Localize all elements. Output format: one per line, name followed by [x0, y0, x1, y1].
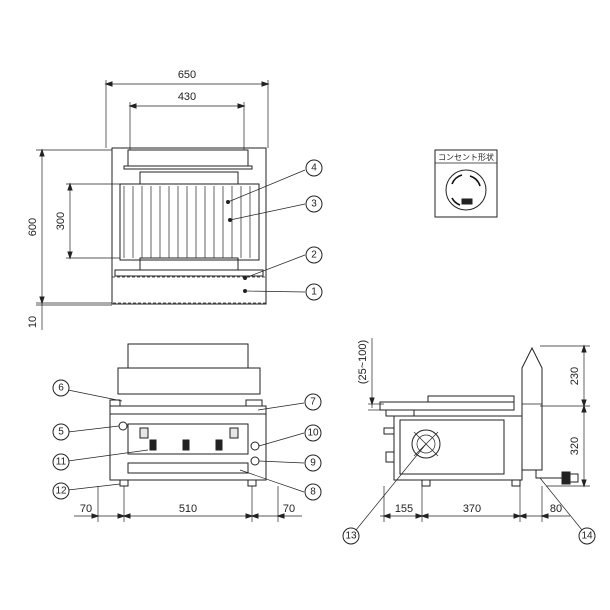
svg-text:8: 8	[310, 487, 316, 498]
callout-6: 6	[52, 379, 70, 397]
svg-text:4: 4	[311, 163, 317, 174]
dim-front-bottom: 70 510 70	[74, 486, 302, 522]
knob-icons	[139, 427, 239, 451]
callout-7: 7	[304, 393, 322, 411]
dim-side-range-label: (25~100)	[357, 340, 369, 384]
dim-10: 10	[27, 303, 112, 330]
callout-1: 1	[305, 283, 323, 301]
dim-600: 600	[27, 148, 112, 305]
svg-text:10: 10	[307, 428, 319, 439]
outlet-icon	[445, 169, 487, 211]
dim-front-center: 510	[179, 503, 197, 515]
callout-4: 4	[305, 159, 323, 177]
svg-text:13: 13	[345, 531, 357, 542]
dim-top-offset: 10	[27, 316, 39, 328]
svg-text:1: 1	[311, 287, 317, 298]
svg-text:2: 2	[311, 250, 317, 261]
dim-side-bottom: 155 370 80	[380, 486, 570, 522]
side-view-body	[393, 415, 523, 481]
callout-11: 11	[52, 453, 70, 471]
dim-side-rear: 80	[550, 503, 562, 515]
plug-icon	[561, 471, 571, 485]
svg-text:5: 5	[58, 427, 64, 438]
callout-2: 2	[305, 246, 323, 264]
svg-text:3: 3	[311, 199, 317, 210]
callout-5: 5	[52, 423, 70, 441]
svg-text:9: 9	[310, 458, 316, 469]
top-view-body	[111, 147, 267, 305]
front-view: 70 510 70 6 5 11 12 7	[52, 343, 322, 522]
dim-side-lower-height: 320	[569, 437, 581, 455]
side-view: 155 370 80 230 320 (25~100)	[342, 338, 596, 545]
callout-13: 13	[342, 527, 360, 545]
top-view-grill-frame	[119, 183, 260, 261]
dim-top-inner-depth: 300	[55, 212, 67, 230]
dim-top-width: 650	[178, 69, 196, 81]
dim-side-offset: 155	[395, 503, 413, 515]
top-view-tray	[111, 276, 267, 304]
callout-8: 8	[304, 483, 322, 501]
dim-side-range: (25~100)	[357, 338, 384, 411]
dim-650: 650	[104, 69, 270, 148]
callout-10: 10	[304, 424, 322, 442]
dim-430: 430	[128, 91, 246, 150]
top-view-header	[127, 149, 249, 167]
callout-14: 14	[578, 527, 596, 545]
grill-bars	[123, 186, 251, 258]
top-view: 650 430 600 300	[27, 69, 323, 330]
callout-12: 12	[52, 482, 70, 500]
dim-top-inner-width: 430	[178, 91, 196, 103]
callout-3: 3	[305, 195, 323, 213]
dim-side-body: 370	[463, 503, 481, 515]
side-view-rear-stack	[521, 346, 543, 471]
outlet-label: コンセント形状	[438, 152, 494, 162]
dim-front-right: 70	[283, 503, 295, 515]
svg-text:14: 14	[581, 531, 593, 542]
svg-text:11: 11	[56, 457, 67, 468]
dim-300: 300	[55, 182, 120, 260]
svg-text:7: 7	[310, 397, 316, 408]
dim-side-right: 230 320	[540, 344, 590, 488]
dim-side-upper-height: 230	[569, 367, 581, 385]
dim-front-left: 70	[80, 503, 92, 515]
svg-text:6: 6	[58, 383, 64, 394]
callout-9: 9	[304, 454, 322, 472]
svg-text:12: 12	[55, 486, 67, 497]
outlet-shape-box: コンセント形状	[434, 149, 498, 218]
dim-top-depth: 600	[27, 218, 39, 236]
